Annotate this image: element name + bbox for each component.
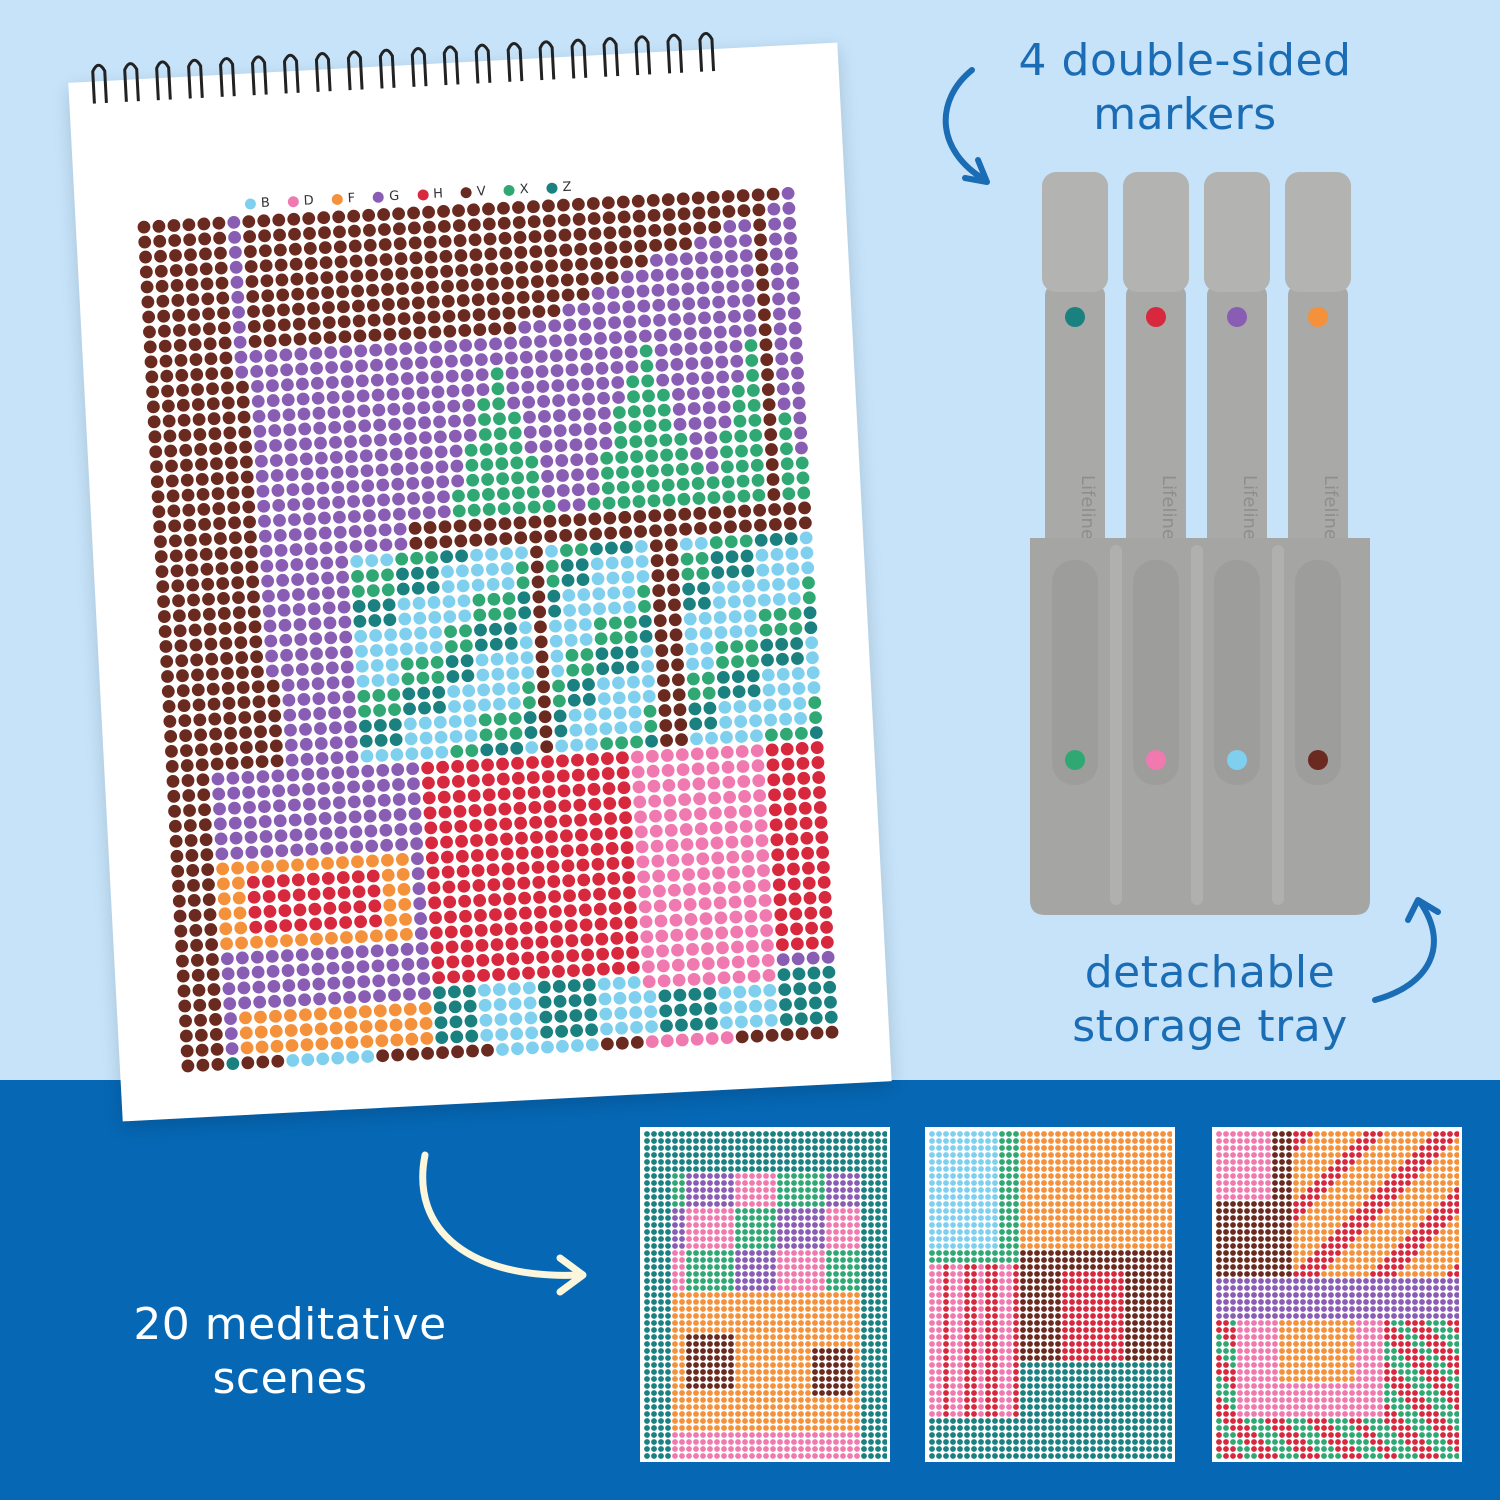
legend-item: B: [244, 195, 270, 211]
legend-letter: V: [476, 183, 487, 200]
legend-dot: [372, 190, 385, 203]
legend-dot: [546, 181, 558, 194]
marker-color-dot: [1146, 307, 1166, 327]
marker-brand-label: Lifelines: [1077, 475, 1098, 549]
legend-dot: [503, 184, 515, 196]
tray-divider: [1191, 545, 1203, 905]
markers-caption-line-1: 4 double-sided: [1018, 35, 1352, 86]
legend-dot: [460, 186, 473, 198]
legend-dot: [416, 188, 429, 201]
tray-caption-line-2: storage tray: [1072, 1001, 1348, 1052]
tray-slot: [1133, 560, 1179, 785]
scene-thumbnail-art: [643, 1130, 887, 1459]
spiral-binding-icon: [91, 31, 716, 104]
markers-caption: 4 double-sided markers: [985, 34, 1385, 142]
scene-thumbnail-gingerbread: [640, 1127, 890, 1462]
legend-item: X: [503, 181, 529, 197]
scenes-caption: 20 meditative scenes: [95, 1298, 485, 1406]
marker-brand-label: Lifelines: [1320, 475, 1341, 549]
marker-color-dot: [1065, 307, 1085, 327]
marker-color-dot: [1227, 750, 1247, 770]
marker-color-dot: [1227, 307, 1247, 327]
legend-letter: G: [388, 188, 400, 204]
marker-brand-label: Lifelines: [1239, 475, 1260, 549]
tray-divider: [1110, 545, 1122, 905]
legend-item: D: [287, 193, 314, 209]
dot-artwork: [137, 186, 839, 1073]
marker-color-dot: [1308, 750, 1328, 770]
markers-caption-line-2: markers: [1093, 89, 1277, 140]
legend-letter: F: [347, 190, 356, 206]
legend-item: H: [416, 185, 444, 202]
marker-color-dot: [1065, 750, 1085, 770]
legend-dot: [287, 195, 300, 208]
scene-thumbnail-art: [1215, 1130, 1459, 1459]
scene-thumbnail-pie: [1212, 1127, 1462, 1462]
legend-letter: H: [432, 185, 444, 202]
tray-caption: detachable storage tray: [1040, 946, 1380, 1054]
scenes-caption-line-2: scenes: [212, 1353, 368, 1404]
tray-slot: [1052, 560, 1098, 785]
legend-letter: X: [519, 181, 529, 197]
tray-divider: [1272, 545, 1284, 905]
marker-brand-label: Lifelines: [1158, 475, 1179, 549]
legend-item: F: [331, 190, 356, 207]
scene-thumbnail-art: [928, 1130, 1172, 1459]
legend-dot: [331, 193, 343, 205]
scene-thumbnail-fireplace: [925, 1127, 1175, 1462]
legend-letter: B: [260, 194, 271, 211]
legend-item: Z: [546, 179, 572, 195]
marker-color-dot: [1146, 750, 1166, 770]
tray-slot: [1214, 560, 1260, 785]
marker-color-dot: [1308, 307, 1328, 327]
legend-item: V: [460, 184, 486, 200]
legend-letter: Z: [562, 179, 572, 195]
scenes-caption-line-1: 20 meditative: [133, 1299, 447, 1350]
tray-caption-line-1: detachable: [1084, 947, 1336, 998]
legend-letter: D: [303, 192, 315, 209]
legend-dot: [244, 197, 257, 210]
legend-item: G: [372, 188, 400, 204]
tray-slot: [1295, 560, 1341, 785]
